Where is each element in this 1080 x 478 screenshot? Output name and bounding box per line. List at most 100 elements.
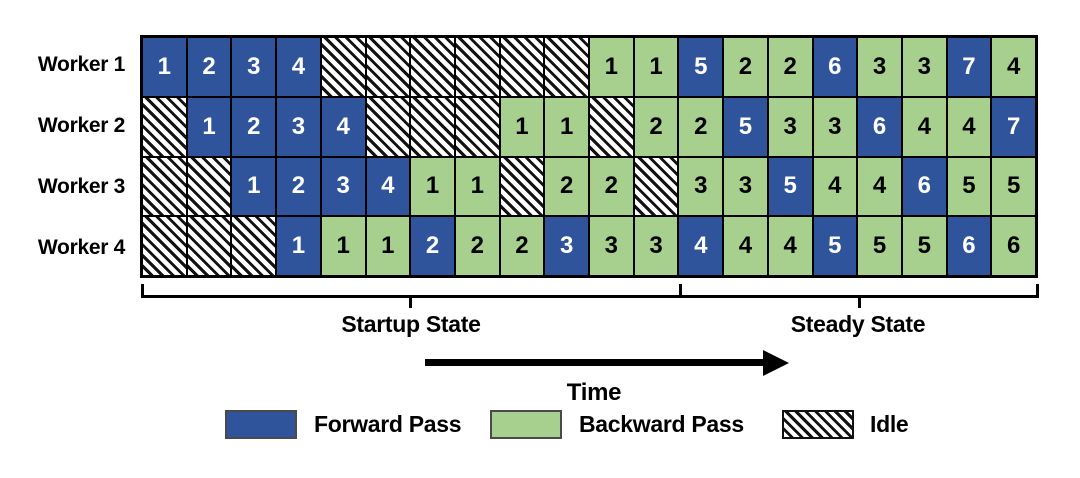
steady-state-label: Steady State [790,311,926,337]
backward-pass-cell: 2 [768,38,812,96]
backward-pass-cell: 3 [768,97,812,156]
backward-pass-cell: 2 [545,157,588,216]
backward-pass-cell: 1 [545,97,588,156]
idle-cell [143,157,186,216]
backward-pass-cell: 4 [724,217,767,275]
backward-pass-cell: 3 [634,217,678,275]
time-arrow-head-icon [763,350,789,376]
backward-pass-cell: 1 [366,217,410,275]
backward-pass-cell: 6 [992,217,1035,275]
backward-pass-cell: 1 [500,97,544,156]
idle-cell [143,217,186,275]
forward-pass-label: Forward Pass [314,411,462,437]
forward-pass-cell: 6 [902,157,946,216]
backward-pass-cell: 1 [411,157,454,216]
backward-pass-cell: 4 [947,97,991,156]
forward-pass-cell: 5 [724,97,767,156]
forward-pass-cell: 1 [143,38,186,96]
forward-pass-cell: 4 [321,97,365,156]
worker-label: Worker 2 [37,114,125,138]
time-arrow-line [425,359,765,366]
backward-pass-cell: 1 [321,217,365,275]
forward-pass-cell: 5 [679,38,723,96]
backward-pass-cell: 2 [679,97,723,156]
idle-cell [411,38,454,96]
worker-label: Worker 3 [37,174,125,198]
idle-cell [634,157,678,216]
backward-pass-cell: 3 [724,157,767,216]
backward-pass-cell: 3 [590,217,633,275]
backward-pass-cell: 2 [455,217,499,275]
idle-cell [232,217,276,275]
forward-pass-cell: 3 [321,157,365,216]
backward-pass-cell: 5 [947,157,991,216]
backward-pass-label: Backward Pass [579,411,744,437]
backward-pass-cell: 1 [634,38,678,96]
forward-pass-cell: 1 [187,97,231,156]
brace-middle-tick [679,284,682,298]
idle-cell [590,97,633,156]
idle-cell [143,97,186,156]
backward-pass-cell: 3 [902,38,946,96]
backward-pass-cell: 2 [634,97,678,156]
backward-pass-cell: 4 [813,157,857,216]
backward-pass-cell: 1 [590,38,633,96]
backward-pass-cell: 5 [992,157,1035,216]
backward-pass-cell: 3 [679,157,723,216]
backward-pass-cell: 1 [455,157,499,216]
backward-pass-swatch [490,410,562,439]
brace-right-tick [1036,284,1039,298]
forward-pass-cell: 4 [366,157,410,216]
startup-state-label: Startup State [341,311,481,337]
forward-pass-cell: 1 [232,157,276,216]
idle-cell [366,38,410,96]
backward-pass-cell: 2 [590,157,633,216]
idle-cell [455,97,499,156]
forward-pass-cell: 2 [232,97,276,156]
worker-label: Worker 4 [37,235,125,259]
forward-pass-cell: 2 [187,38,231,96]
forward-pass-cell: 4 [277,38,320,96]
idle-cell [500,157,544,216]
forward-pass-cell: 7 [992,97,1035,156]
idle-cell [187,157,231,216]
backward-pass-cell: 2 [724,38,767,96]
idle-cell [187,217,231,275]
backward-pass-cell: 4 [768,217,812,275]
backward-pass-cell: 4 [992,38,1035,96]
backward-pass-cell: 5 [858,217,901,275]
backward-pass-cell: 4 [858,157,901,216]
idle-cell [455,38,499,96]
forward-pass-cell: 2 [411,217,454,275]
idle-cell [500,38,544,96]
steady-brace-nub [858,295,861,308]
forward-pass-cell: 5 [768,157,812,216]
backward-pass-cell: 2 [500,217,544,275]
forward-pass-cell: 3 [232,38,276,96]
backward-pass-cell: 4 [902,97,946,156]
forward-pass-cell: 6 [813,38,857,96]
time-label: Time [566,379,622,406]
worker-labels: Worker 1 Worker 2 Worker 3 Worker 4 [0,35,125,278]
backward-pass-cell: 3 [813,97,857,156]
idle-cell [411,97,454,156]
idle-label: Idle [870,411,909,437]
startup-brace-nub [409,295,412,308]
backward-pass-cell: 3 [858,38,901,96]
idle-cell [545,38,588,96]
idle-cell [321,38,365,96]
idle-cell [366,97,410,156]
forward-pass-swatch [225,410,297,439]
forward-pass-cell: 1 [277,217,320,275]
forward-pass-cell: 5 [813,217,857,275]
forward-pass-cell: 4 [679,217,723,275]
forward-pass-cell: 3 [277,97,320,156]
forward-pass-cell: 6 [947,217,991,275]
brace-left-tick [141,284,144,298]
forward-pass-cell: 3 [545,217,588,275]
idle-swatch [782,410,854,439]
forward-pass-cell: 6 [858,97,901,156]
worker-label: Worker 1 [37,53,125,77]
